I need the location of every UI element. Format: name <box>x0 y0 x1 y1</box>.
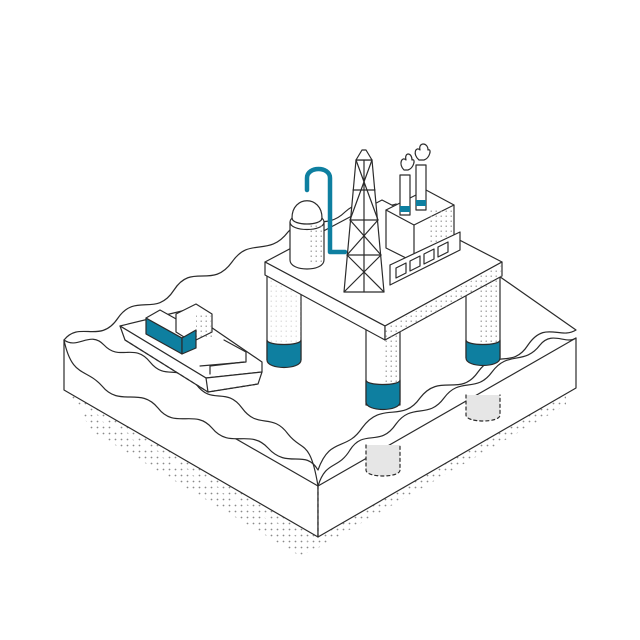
machinery-building <box>385 189 461 286</box>
derrick-tower-icon <box>343 149 385 293</box>
submerged-leg-left <box>365 444 401 477</box>
submerged-leg-right <box>465 394 501 422</box>
ground-shadow <box>72 388 566 556</box>
pipe <box>304 166 348 255</box>
smoke-icon <box>400 143 431 171</box>
platform-leg-front <box>365 329 401 411</box>
chimney-icon <box>399 164 427 216</box>
storage-tank-icon <box>289 200 325 270</box>
supply-boat-icon <box>119 303 263 393</box>
